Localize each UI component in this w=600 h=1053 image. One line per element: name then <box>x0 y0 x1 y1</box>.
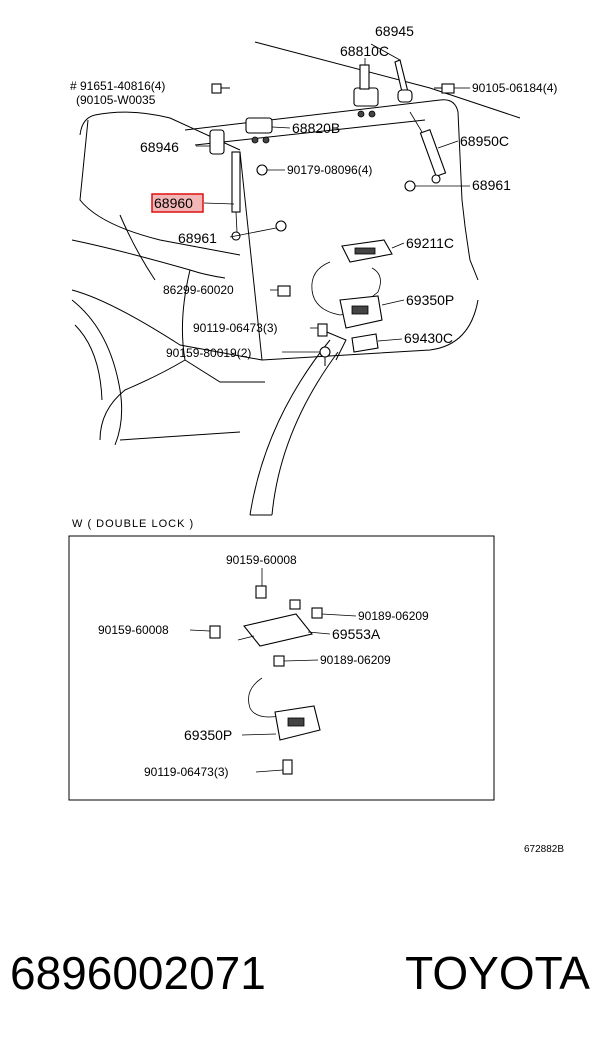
part-68946 <box>209 129 225 155</box>
hinge-68820b <box>245 117 273 144</box>
reference-code: 672882B <box>524 844 564 855</box>
inset-label-90159-top: 90159-60008 <box>226 553 297 567</box>
label-91651: # 91651-40816(4) <box>70 79 165 93</box>
main-labels: 68945 68810C # 91651-40816(4) (90105-W00… <box>70 23 557 360</box>
handle-69211c <box>341 239 393 263</box>
label-68820b: 68820B <box>292 120 340 136</box>
stay-68945 <box>394 59 413 103</box>
highlight-box <box>151 193 204 213</box>
inset-double-lock: W ( DOUBLE LOCK ) 90159-60008 90189-0620… <box>68 518 495 801</box>
inset-label-90189-a: 90189-06209 <box>358 609 429 623</box>
bolt-90105-06184 <box>434 83 455 94</box>
footer: 6896002071 TOYOTA <box>10 938 590 1008</box>
lock-69350p <box>339 295 383 329</box>
connector-86299 <box>277 285 291 297</box>
inset-caption: W ( DOUBLE LOCK ) <box>72 518 194 530</box>
label-90159: 90159-80019(2) <box>166 346 251 360</box>
bolt-90119 <box>317 323 328 337</box>
label-68946: 68946 <box>140 139 179 155</box>
inset-bolt-bottom <box>282 759 293 775</box>
label-68810c: 68810C <box>340 43 389 59</box>
inset-label-90189-b: 90189-06209 <box>320 653 391 667</box>
label-90119: 90119-06473(3) <box>193 321 278 335</box>
clip-68961-left <box>275 220 287 232</box>
inset-label-69553a: 69553A <box>332 626 381 642</box>
label-90105-06184: 90105-06184(4) <box>472 81 557 95</box>
bolt-90179 <box>256 164 268 176</box>
label-68950c: 68950C <box>460 133 509 149</box>
hinge-68810c <box>353 64 379 118</box>
inset-label-90119: 90119-06473(3) <box>144 765 229 779</box>
label-90105-w0035: (90105-W0035 <box>76 93 156 107</box>
lock-cable <box>311 261 357 316</box>
part-number: 6896002071 <box>10 947 266 999</box>
vehicle-body-outline <box>71 41 521 516</box>
inset-frame <box>68 535 495 801</box>
label-68945: 68945 <box>375 23 414 39</box>
label-68960: 68960 <box>154 195 193 211</box>
label-69211c: 69211C <box>406 235 454 251</box>
label-68961-right: 68961 <box>472 177 511 193</box>
label-69430c: 69430C <box>404 330 453 346</box>
label-69350p: 69350P <box>406 292 454 308</box>
clip-68961-right <box>404 180 416 192</box>
brand-name: TOYOTA <box>405 947 590 999</box>
label-68961-left: 68961 <box>178 230 217 246</box>
inset-label-90159-left: 90159-60008 <box>98 623 169 637</box>
inset-bolt-top <box>255 585 267 599</box>
gas-strut-68950c <box>409 111 447 184</box>
label-86299: 86299-60020 <box>163 283 234 297</box>
leader-lines <box>196 43 470 353</box>
inset-parts <box>209 585 323 775</box>
main-parts <box>209 59 455 366</box>
label-90179: 90179-08096(4) <box>287 163 372 177</box>
striker-69430c <box>351 333 379 353</box>
bolt-91651 <box>211 83 230 94</box>
gas-strut-68960 <box>231 151 241 241</box>
inset-bolt-left <box>209 625 221 639</box>
parts-diagram: 68945 68810C # 91651-40816(4) (90105-W00… <box>68 23 564 855</box>
bracket-69553a <box>243 613 313 647</box>
inset-label-69350p: 69350P <box>184 727 232 743</box>
